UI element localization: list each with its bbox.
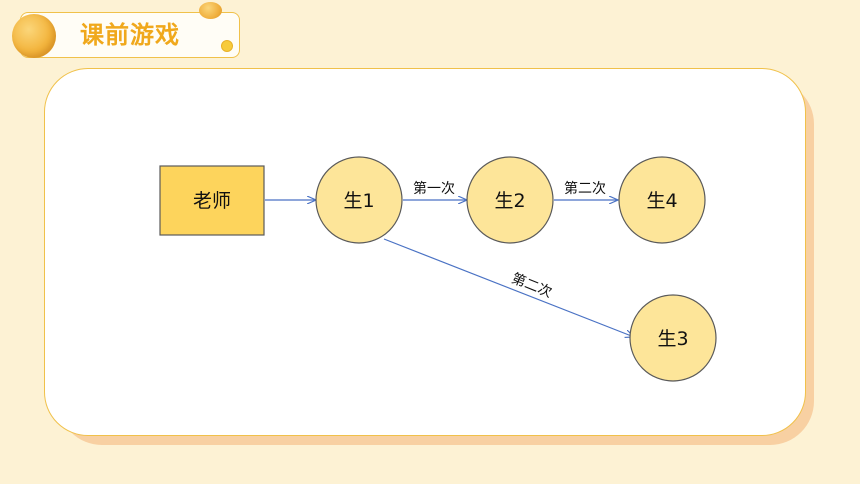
node-s2-label: 生2	[494, 190, 525, 212]
header-banner	[20, 12, 240, 58]
edge-s1-s3	[383, 238, 634, 337]
node-teacher	[159, 165, 265, 236]
node-s1-label: 生1	[343, 190, 374, 212]
node-s4	[618, 156, 706, 244]
node-s1	[315, 156, 403, 244]
small-orb-decoration	[199, 2, 222, 19]
node-s2	[466, 156, 554, 244]
node-teacher-label: 老师	[193, 190, 231, 212]
dot-decoration	[221, 40, 233, 52]
node-s3	[629, 294, 717, 382]
node-s3-label: 生3	[657, 328, 688, 350]
orange-orb-decoration	[12, 14, 56, 58]
edge-label-s1-s2: 第一次	[413, 180, 455, 197]
node-s4-label: 生4	[646, 190, 677, 212]
edge-label-s2-s4: 第二次	[564, 180, 606, 197]
page-title: 课前游戏	[80, 21, 180, 49]
